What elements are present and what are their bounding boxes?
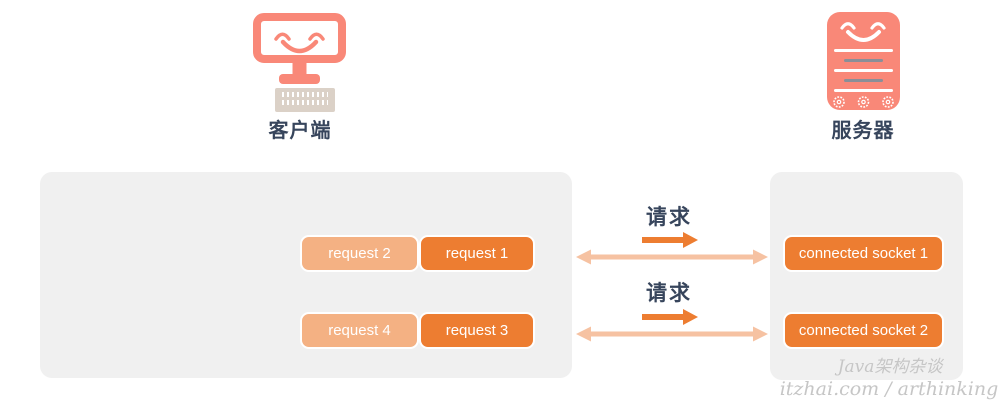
server-knob-icons [833,96,894,108]
request-arrow-label-2: 请求 [646,282,692,305]
watermark-brand: Java架构杂谈 [837,357,943,377]
server-eye-right [870,22,886,30]
connection-double-arrow-icon-1 [576,249,768,265]
server-smile [846,30,881,42]
connection-double-arrow-icon-2 [576,326,768,342]
request-2-box: request 2 [300,235,419,272]
watermark-site: itzhai.com / arthinking [779,378,999,400]
client-eye-right [308,32,325,41]
request-3-box: request 3 [419,312,535,349]
request-1-label: request 1 [445,245,509,262]
request-2-label: request 2 [328,245,391,262]
connected-socket-2-box: connected socket 2 [783,312,944,349]
client-eye-left [274,32,291,41]
server-label: 服务器 [831,120,895,142]
keyboard-icon [275,88,335,112]
server-icon [827,12,900,110]
request-arrow-label-1: 请求 [646,206,692,229]
connected-socket-1-label: connected socket 1 [798,245,929,262]
request-direction-arrow-icon-1 [642,232,698,248]
client-computer-icon [253,13,346,84]
request-4-label: request 4 [328,322,391,339]
request-3-label: request 3 [445,322,509,339]
request-1-box: request 1 [419,235,535,272]
request-4-box: request 4 [300,312,419,349]
connected-socket-1-box: connected socket 1 [783,235,944,272]
server-eye-left [840,22,856,30]
connected-socket-2-label: connected socket 2 [798,322,929,339]
request-direction-arrow-icon-2 [642,309,698,325]
client-smile [280,39,319,54]
client-label: 客户端 [268,120,332,142]
